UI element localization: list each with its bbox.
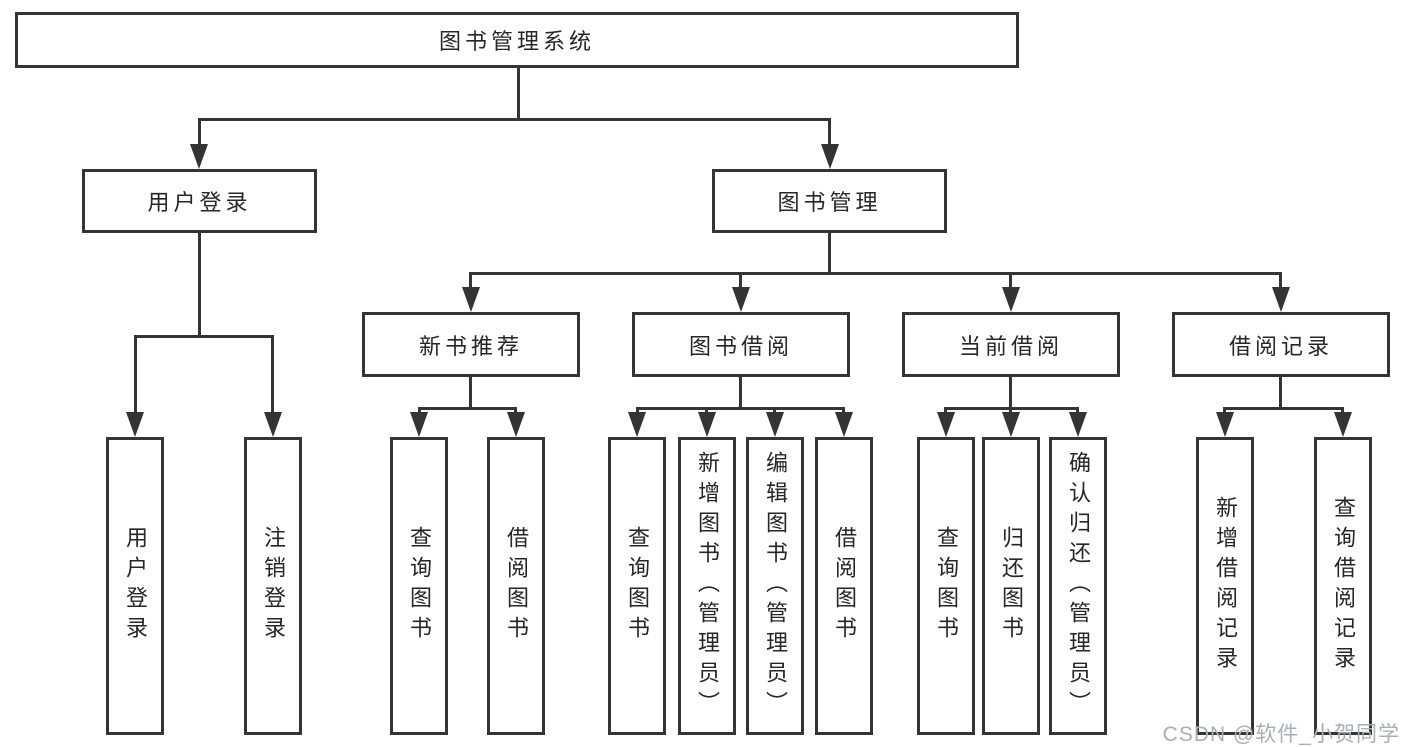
arrowhead-icon (1334, 412, 1352, 437)
node-new-book-recommend: 新书推荐 (362, 312, 580, 377)
csdn-watermark: CSDN @软件_小贺同学 (1162, 723, 1400, 746)
connector-line (636, 407, 845, 410)
leaf-br-add-record: 新增借阅记录 (1196, 437, 1254, 735)
connector-line (517, 68, 520, 121)
arrowhead-icon (126, 412, 144, 437)
leaf-bb-borrow-book: 借阅图书 (815, 437, 873, 735)
leaf-user-login: 用户登录 (106, 437, 164, 735)
arrowhead-icon (628, 412, 646, 437)
connector-line (828, 233, 831, 275)
connector-line (198, 118, 831, 121)
arrowhead-icon (462, 287, 480, 312)
connector-line (705, 407, 708, 415)
connector-line (773, 407, 776, 415)
leaf-cb-confirm-return-admin: 确认归还（管理员） (1049, 437, 1107, 735)
arrowhead-icon (1216, 412, 1234, 437)
connector-line (739, 272, 742, 290)
leaf-bb-edit-book-admin: 编辑图书（管理员） (746, 437, 804, 735)
arrowhead-icon (190, 144, 208, 169)
connector-line (842, 407, 845, 415)
arrowhead-icon (1272, 287, 1290, 312)
arrowhead-icon (698, 412, 716, 437)
arrowhead-icon (835, 412, 853, 437)
arrowhead-icon (507, 412, 525, 437)
arrowhead-icon (732, 287, 750, 312)
connector-line (134, 335, 137, 415)
leaf-bb-add-book-admin: 新增图书（管理员） (678, 437, 736, 735)
leaf-cb-query-book: 查询图书 (917, 437, 975, 735)
node-book-management: 图书管理 (712, 169, 947, 233)
connector-line (1009, 272, 1012, 290)
connector-line (418, 407, 517, 410)
connector-line (1223, 407, 1226, 415)
connector-line (198, 233, 201, 338)
arrowhead-icon (937, 412, 955, 437)
leaf-nb-borrow-book: 借阅图书 (487, 437, 545, 735)
connector-line (514, 407, 517, 415)
arrowhead-icon (1069, 412, 1087, 437)
connector-line (828, 118, 831, 148)
connector-line (1341, 407, 1344, 415)
node-library-management-system: 图书管理系统 (15, 12, 1019, 68)
leaf-logout: 注销登录 (244, 437, 302, 735)
connector-line (636, 407, 639, 415)
connector-line (469, 272, 1282, 275)
arrowhead-icon (1002, 287, 1020, 312)
connector-line (1223, 407, 1344, 410)
arrowhead-icon (264, 412, 282, 437)
connector-line (1009, 407, 1012, 415)
arrowhead-icon (766, 412, 784, 437)
connector-line (134, 335, 274, 338)
arrowhead-icon (821, 144, 839, 169)
connector-line (271, 335, 274, 415)
connector-line (1009, 377, 1012, 410)
connector-line (944, 407, 947, 415)
connector-line (1279, 377, 1282, 410)
connector-line (198, 118, 201, 148)
node-current-borrow: 当前借阅 (902, 312, 1120, 377)
arrowhead-icon (1002, 412, 1020, 437)
connector-line (1279, 272, 1282, 290)
node-borrow-records: 借阅记录 (1172, 312, 1390, 377)
leaf-br-query-record: 查询借阅记录 (1314, 437, 1372, 735)
connector-line (1076, 407, 1079, 415)
connector-line (469, 377, 472, 410)
node-book-borrow: 图书借阅 (632, 312, 850, 377)
leaf-cb-return-book: 归还图书 (982, 437, 1040, 735)
connector-line (418, 407, 421, 415)
arrowhead-icon (410, 412, 428, 437)
leaf-nb-query-book: 查询图书 (390, 437, 448, 735)
connector-line (469, 272, 472, 290)
node-user-login: 用户登录 (82, 169, 317, 233)
leaf-bb-query-book: 查询图书 (608, 437, 666, 735)
connector-line (739, 377, 742, 410)
